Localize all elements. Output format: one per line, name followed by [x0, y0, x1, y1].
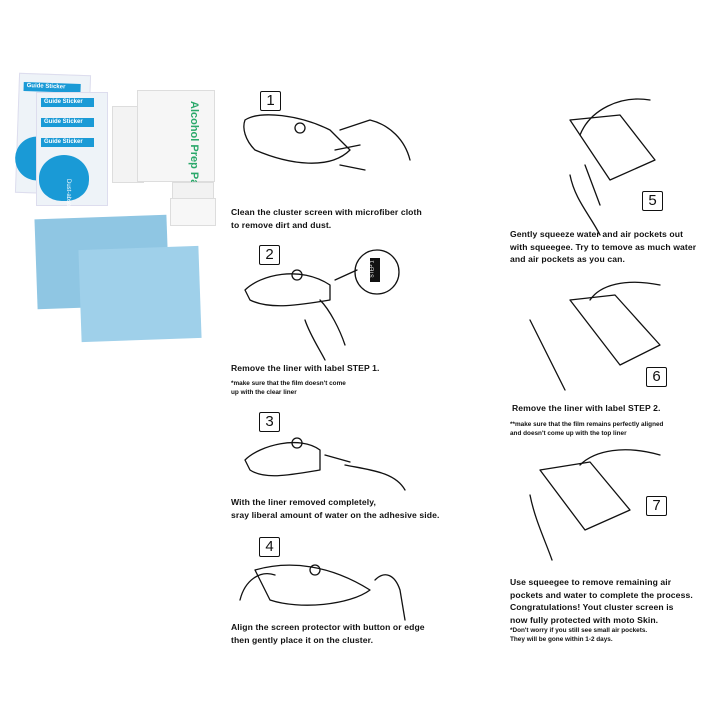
- step4-instruction: Align the screen protector with button o…: [231, 621, 425, 646]
- text-line: now fully protected with moto Skin.: [510, 614, 659, 625]
- step2-illustration: [244, 249, 400, 361]
- step-number-6: 6: [646, 367, 667, 387]
- text-line: then gently place it on the cluster.: [231, 634, 374, 645]
- text-line: with squeegee. Try to temove as much wat…: [510, 241, 697, 252]
- step5-illustration: [569, 98, 656, 236]
- kit-photo: Guide Sticker Guide Sticker Guide Sticke…: [0, 60, 230, 343]
- step2-note: *make sure that the film doesn't come up…: [231, 380, 346, 397]
- guide-sticker-sheet-front: Guide Sticker Guide Sticker Guide Sticke…: [36, 92, 108, 217]
- step-number-3: 3: [259, 412, 280, 432]
- text-line: pockets and water to complete the proces…: [510, 589, 693, 600]
- text-line: Use squeegee to remove remaining air: [510, 577, 672, 587]
- step3-illustration: [244, 437, 406, 491]
- text-line: sray liberal amount of water on the adhe…: [231, 509, 440, 520]
- text-line: Remove the liner with label STEP 2.: [512, 403, 661, 413]
- text-line: Remove the liner with label STEP 1.: [231, 363, 380, 373]
- text-line: up with the clear liner: [231, 388, 297, 396]
- step1-illustration: [243, 114, 411, 171]
- step7-instruction: Use squeegee to remove remaining air poc…: [510, 576, 693, 626]
- dust-absorber-circle: [39, 155, 89, 201]
- guide-sticker-label: Guide Sticker: [41, 118, 94, 127]
- text-line: Congratulations! Yout cluster screen is: [510, 602, 674, 612]
- step1-label-tag: STEP 1: [369, 260, 376, 278]
- step7-illustration: [529, 449, 661, 561]
- step6-illustration: [529, 281, 661, 391]
- text-line: *Don't worry if you still see small air …: [510, 627, 648, 634]
- text-line: and doesn't come up with the top liner: [510, 429, 627, 437]
- text-line: They will be gone within 1-2 days.: [510, 635, 613, 643]
- step7-note: *Don't worry if you still see small air …: [510, 627, 647, 644]
- step2-instruction: Remove the liner with label STEP 1.: [231, 362, 380, 375]
- step-number-5: 5: [642, 191, 663, 211]
- step3-instruction: With the liner removed completely, sray …: [231, 496, 439, 521]
- text-line: to remove dirt and dust.: [231, 219, 332, 230]
- text-line: Align the screen protector with button o…: [231, 622, 425, 632]
- step1-instruction: Clean the cluster screen with microfiber…: [231, 206, 422, 231]
- guide-sticker-label: Guide Sticker: [41, 138, 94, 147]
- alcohol-prep-pad: Alcohol Prep Pad: [137, 90, 215, 192]
- step-number-1: 1: [260, 91, 281, 111]
- guide-sticker-label: Guide Sticker: [41, 98, 94, 107]
- step6-instruction: Remove the liner with label STEP 2.: [512, 402, 661, 415]
- step4-illustration: [239, 564, 406, 621]
- text-line: Gently squeeze water and air pockets out: [510, 229, 684, 239]
- text-line: **make sure that the film remains perfec…: [510, 421, 664, 428]
- text-line: and air pockets as you can.: [510, 254, 625, 264]
- step-number-4: 4: [259, 537, 280, 557]
- squeegee-card: [170, 198, 216, 226]
- step-number-2: 2: [259, 245, 280, 265]
- step5-instruction: Gently squeeze water and air pockets out…: [510, 228, 696, 266]
- step-number-7: 7: [646, 496, 667, 516]
- step6-note: **make sure that the film remains perfec…: [510, 421, 663, 438]
- text-line: With the liner removed completely,: [231, 497, 376, 507]
- text-line: Clean the cluster screen with microfiber…: [231, 207, 422, 217]
- text-line: *make sure that the film doesn't come: [231, 380, 346, 387]
